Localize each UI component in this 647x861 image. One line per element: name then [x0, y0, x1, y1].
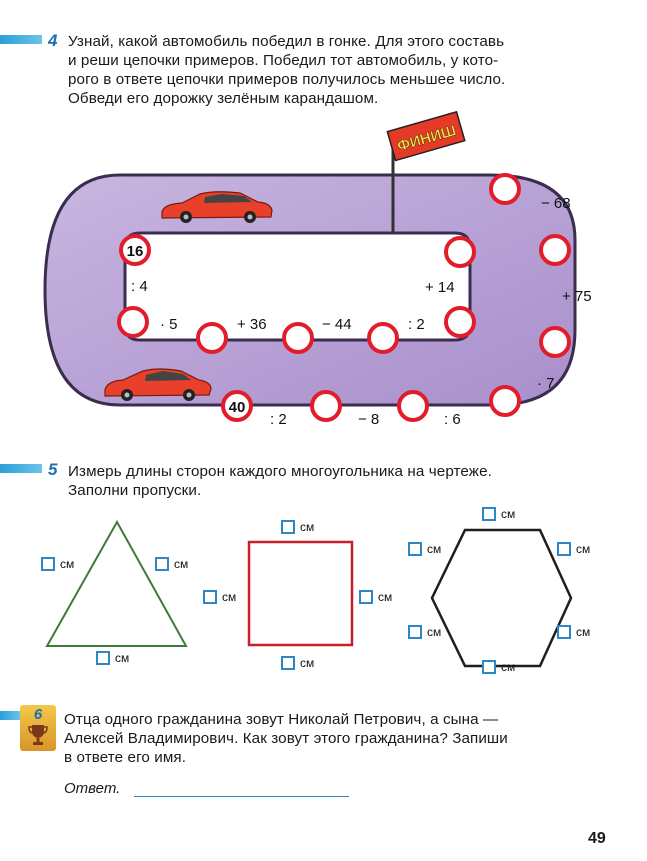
cm-field[interactable]: см — [557, 625, 590, 639]
cm-field[interactable]: см — [557, 542, 590, 556]
inner-op: + 36 — [237, 316, 267, 333]
square-shape — [247, 540, 354, 647]
inner-op: · 5 — [160, 316, 178, 333]
inner-op: : 4 — [131, 278, 148, 295]
cm-field[interactable]: см — [203, 590, 236, 604]
answer-box[interactable] — [203, 590, 217, 604]
answer-circle — [117, 306, 149, 338]
task4-number: 4 — [48, 31, 58, 50]
task5-line: Измерь длины сторон каждого многоугольни… — [68, 463, 492, 480]
task4-text: Узнай, какой автомобиль победил в гонке.… — [68, 32, 628, 108]
answer-box[interactable] — [408, 542, 422, 556]
task4-marker-bar — [0, 35, 42, 44]
cm-unit: см — [378, 590, 393, 604]
task4-line: Обведи его дорожку зелёным карандашом. — [68, 90, 379, 107]
inner-start-circle — [119, 234, 151, 266]
task5-line: Заполни пропуски. — [68, 482, 202, 499]
answer-line[interactable] — [134, 796, 349, 797]
cm-field[interactable]: см — [408, 625, 441, 639]
answer-circle — [539, 326, 571, 358]
task5-number: 5 — [48, 460, 58, 479]
answer-circle — [444, 236, 476, 268]
page-number: 49 — [588, 830, 606, 847]
inner-start-value: 16 — [127, 243, 144, 260]
answer-box[interactable] — [482, 507, 496, 521]
outer-start-value: 40 — [229, 399, 246, 416]
answer-circle — [444, 306, 476, 338]
task6-marker-bar — [0, 711, 20, 720]
cm-unit: см — [222, 590, 237, 604]
cm-field[interactable]: см — [281, 520, 314, 534]
cm-unit: см — [427, 625, 442, 639]
cm-unit: см — [501, 660, 516, 674]
task6-line: Отца одного гражданина зовут Николай Пет… — [64, 711, 499, 728]
cm-unit: см — [501, 507, 516, 521]
cm-field[interactable]: см — [281, 656, 314, 670]
cm-unit: см — [427, 542, 442, 556]
triangle-shape — [45, 519, 188, 647]
answer-box[interactable] — [482, 660, 496, 674]
trophy-icon — [28, 725, 48, 745]
task4-line: рого в ответе цепочки примеров получилос… — [68, 71, 506, 88]
outer-op: + 75 — [562, 288, 592, 305]
outer-op: − 68 — [541, 195, 571, 212]
task6-line: Алексей Владимирович. Как зовут этого гр… — [64, 730, 508, 747]
answer-box[interactable] — [281, 520, 295, 534]
cm-field[interactable]: см — [482, 660, 515, 674]
answer-label: Ответ. — [64, 780, 121, 797]
cm-unit: см — [60, 557, 75, 571]
answer-box[interactable] — [557, 542, 571, 556]
answer-circle — [282, 322, 314, 354]
task5-text: Измерь длины сторон каждого многоугольни… — [68, 462, 628, 500]
inner-op: − 44 — [322, 316, 352, 333]
outer-start-circle — [221, 390, 253, 422]
cm-unit: см — [576, 625, 591, 639]
outer-op: : 2 — [270, 411, 287, 428]
answer-box[interactable] — [557, 625, 571, 639]
answer-box[interactable] — [41, 557, 55, 571]
cm-field[interactable]: см — [359, 590, 392, 604]
task6-badge: 6 — [20, 705, 56, 751]
answer-circle — [310, 390, 342, 422]
task4-line: Узнай, какой автомобиль победил в гонке.… — [68, 33, 505, 50]
inner-op: + 14 — [425, 279, 455, 296]
car-top-icon — [161, 191, 273, 223]
answer-box[interactable] — [96, 651, 110, 665]
cm-unit: см — [300, 656, 315, 670]
cm-unit: см — [300, 520, 315, 534]
task5-marker-bar — [0, 464, 42, 473]
cm-unit: см — [576, 542, 591, 556]
answer-box[interactable] — [281, 656, 295, 670]
answer-circle — [367, 322, 399, 354]
outer-op: − 8 — [358, 411, 379, 428]
finish-flag: ФИНИШ — [386, 110, 466, 162]
outer-op: : 6 — [444, 411, 461, 428]
task6-number: 6 — [33, 706, 43, 723]
outer-op: · 7 — [537, 375, 555, 392]
task6-text: Отца одного гражданина зовут Николай Пет… — [64, 710, 634, 767]
answer-box[interactable] — [408, 625, 422, 639]
inner-op: : 2 — [408, 316, 425, 333]
cm-field[interactable]: см — [482, 507, 515, 521]
cm-field[interactable]: см — [41, 557, 74, 571]
cm-field[interactable]: см — [155, 557, 188, 571]
car-bottom-icon — [104, 368, 212, 401]
answer-box[interactable] — [359, 590, 373, 604]
task4-line: и реши цепочки примеров. Победил тот авт… — [68, 52, 499, 69]
race-track-diagram: ФИНИШ 16 40 : 4 · 5 + 36 — [43, 110, 592, 428]
polygons-drawing — [45, 519, 573, 668]
cm-unit: см — [174, 557, 189, 571]
answer-circle — [196, 322, 228, 354]
hexagon-shape — [430, 528, 573, 668]
answer-circle — [539, 234, 571, 266]
cm-field[interactable]: см — [408, 542, 441, 556]
answer-box[interactable] — [155, 557, 169, 571]
cm-unit: см — [115, 651, 130, 665]
answer-circle — [489, 173, 521, 205]
cm-field[interactable]: см — [96, 651, 129, 665]
answer-circle — [397, 390, 429, 422]
task6-line: в ответе его имя. — [64, 749, 187, 766]
answer-circle — [489, 385, 521, 417]
